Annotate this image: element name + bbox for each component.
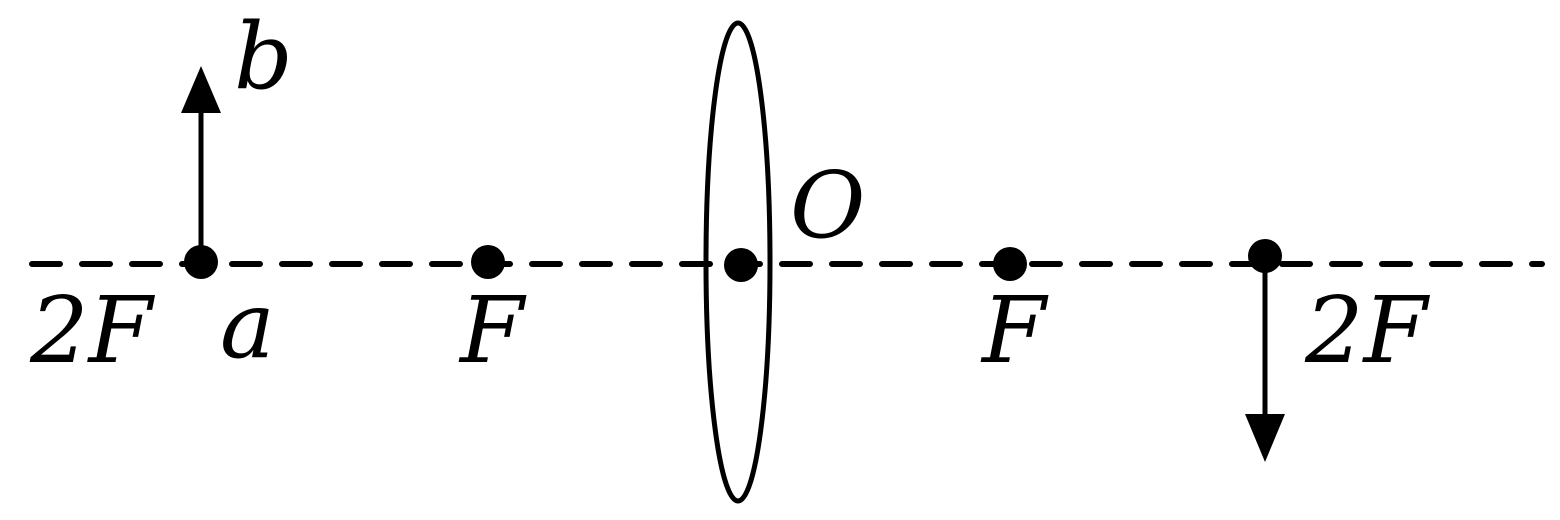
right-focal-point <box>993 247 1027 281</box>
lens <box>703 20 773 504</box>
label-right-2f: 2F <box>1304 277 1431 384</box>
left-focal-point <box>471 245 505 279</box>
label-a: a <box>220 272 275 379</box>
right-2f-point <box>1248 239 1282 273</box>
label-b: b <box>234 3 293 110</box>
label-left-2f: 2F <box>29 277 156 384</box>
label-o: O <box>790 152 865 259</box>
label-left-f: F <box>458 277 527 384</box>
object-arrow-head <box>181 66 221 113</box>
optical-center-point <box>724 248 758 282</box>
label-right-f: F <box>980 277 1049 384</box>
image-arrow-head <box>1245 414 1285 462</box>
